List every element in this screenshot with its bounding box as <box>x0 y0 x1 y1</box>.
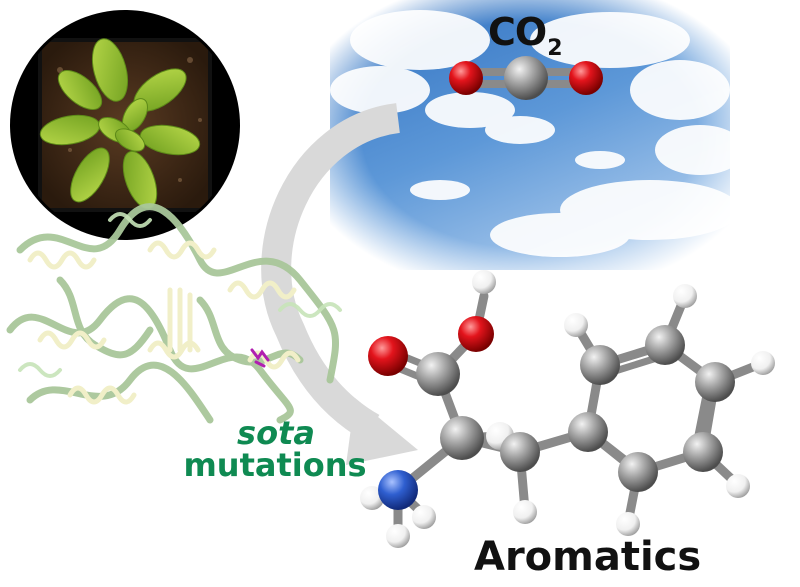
co2-subscript: 2 <box>547 36 562 61</box>
co2-molecule-icon <box>449 56 603 100</box>
phenylalanine-molecule-icon <box>360 270 775 548</box>
curved-arrow-icon <box>261 103 418 465</box>
mutation-label-sota: sota <box>237 414 315 452</box>
product-label: Aromatics <box>474 534 702 580</box>
sky-cloud-icon <box>330 0 745 270</box>
co2-main-text: CO <box>488 10 547 54</box>
mutation-label-mutations: mutations <box>183 446 367 484</box>
plant-rosette-icon <box>10 10 240 240</box>
co2-label: CO2 <box>488 10 563 61</box>
protein-ribbon-icon <box>6 203 342 424</box>
